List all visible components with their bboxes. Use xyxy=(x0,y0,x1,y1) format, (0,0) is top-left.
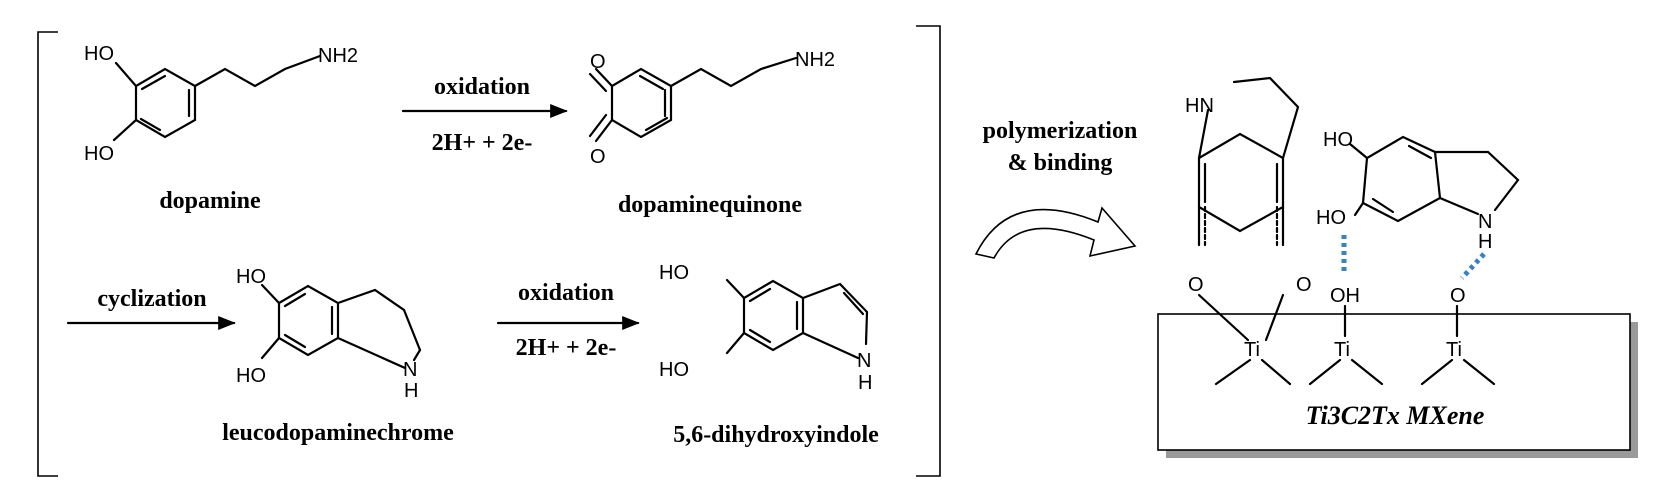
step-label-cyclization: cyclization xyxy=(97,286,206,312)
dopamine-structure: HO HO NH2 xyxy=(84,43,358,165)
step-label-polymerization: polymerization xyxy=(983,118,1138,144)
atom-nh2: NH2 xyxy=(318,45,358,67)
mxene-surface xyxy=(1157,313,1631,451)
compound-label-dopaminequinone: dopaminequinone xyxy=(618,192,802,218)
atom-ho: HO xyxy=(84,143,114,165)
surface-label: Ti3C2Tx MXene xyxy=(1306,401,1485,430)
atom-ho: HO xyxy=(1323,129,1353,151)
atom-ti: Ti xyxy=(1446,339,1462,361)
step-label-electrons: 2H+ + 2e- xyxy=(432,130,533,156)
step-label-oxidation: oxidation xyxy=(518,280,614,306)
atom-ho: HO xyxy=(236,365,266,387)
curved-arrow-icon xyxy=(974,206,1137,259)
atom-ti: Ti xyxy=(1244,339,1260,361)
atom-h: H xyxy=(858,372,872,394)
compound-label-leucodopaminechrome: leucodopaminechrome xyxy=(222,420,454,446)
atom-h: H xyxy=(404,380,418,402)
compound-label-dopamine: dopamine xyxy=(159,188,261,214)
atom-ho: HO xyxy=(236,266,266,288)
compound-label-dihydroxyindole: 5,6-dihydroxyindole xyxy=(673,422,879,448)
dopaminequinone-structure: O O NH2 xyxy=(588,49,835,168)
hydrogen-bond xyxy=(1460,252,1486,280)
atom-n: N xyxy=(1478,211,1492,233)
step-label-electrons: 2H+ + 2e- xyxy=(516,335,617,361)
surface-oxygen: O Ti xyxy=(1420,285,1496,386)
atom-o: O xyxy=(590,146,606,168)
atom-hn: HN xyxy=(1185,95,1214,117)
bound-quinone-structure: HN O O Ti xyxy=(1185,76,1312,386)
atom-ho: HO xyxy=(659,262,689,284)
atom-ho: HO xyxy=(1316,207,1346,229)
left-bracket xyxy=(37,31,58,477)
bound-indoline-structure: HO HO N H xyxy=(1316,129,1520,253)
right-bracket xyxy=(916,25,941,477)
atom-h: H xyxy=(1478,231,1492,253)
atom-ho: HO xyxy=(84,43,114,65)
step-label-oxidation: oxidation xyxy=(434,74,530,100)
surface-hydroxyl: OH Ti xyxy=(1308,285,1384,386)
dihydroxyindole-structure: HO HO N H xyxy=(659,262,872,394)
step-label-binding: & binding xyxy=(1008,150,1113,176)
atom-ti: Ti xyxy=(1334,339,1350,361)
atom-o: O xyxy=(590,51,606,73)
atom-o: O xyxy=(1450,285,1466,307)
atom-oh: OH xyxy=(1330,285,1360,307)
atom-ho: HO xyxy=(659,359,689,381)
atom-o: O xyxy=(1296,274,1312,296)
atom-n: N xyxy=(403,359,417,381)
leucodopaminechrome-structure: HO HO N H xyxy=(236,266,422,402)
atom-nh2: NH2 xyxy=(795,49,835,71)
atom-o: O xyxy=(1188,274,1204,296)
atom-n: N xyxy=(857,350,871,372)
